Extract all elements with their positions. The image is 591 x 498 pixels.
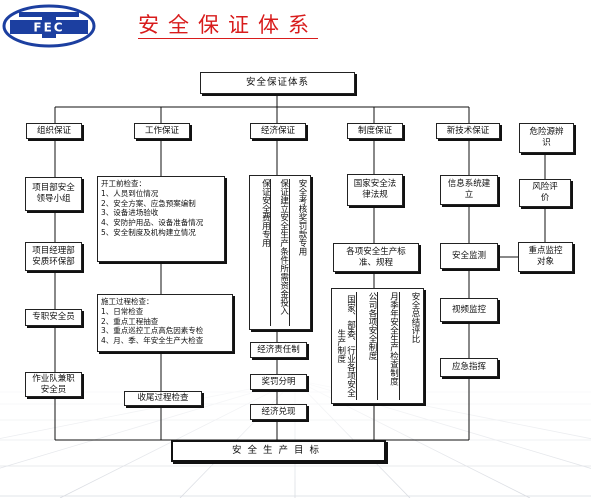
economic-vertical-2: 保证建立安全生产条件所需资金投入 <box>271 179 290 326</box>
header-work: 工作保证 <box>134 123 190 139</box>
key-monitoring-targets: 重点监控对象 <box>518 242 573 272</box>
info-system-setup: 信息系统建立 <box>440 175 498 205</box>
system-vertical-2: 公司各项安全制度 <box>357 292 379 400</box>
system-vertical-4: 安全总结评比 <box>409 292 420 343</box>
header-system: 制度保证 <box>347 123 403 139</box>
hazard-identification: 危险源辨识 <box>519 123 574 153</box>
safety-monitoring: 安全监测 <box>440 243 498 269</box>
top-box-safety-system: 安全保证体系 <box>200 72 355 94</box>
header-new-tech: 新技术保证 <box>436 123 500 139</box>
logo-text: FEC <box>33 21 64 35</box>
header-organization: 组织保证 <box>26 123 82 139</box>
bottom-box-safety-goal: 安全生产目标 <box>171 440 386 462</box>
emergency-command: 应急指挥 <box>440 358 498 377</box>
video-surveillance: 视频监控 <box>440 298 498 322</box>
company-logo: FEC <box>2 4 96 48</box>
economic-vertical-1: 保证安全费用专用 <box>253 179 272 326</box>
project-safety-leader-group: 项目部安全领导小组 <box>25 177 82 211</box>
economic-responsibility: 经济责任制 <box>250 342 307 358</box>
construction-process-check: 施工过程检查： 1、日常检查 2、重点工程抽查 3、重点巡控工点高危因素专检 4… <box>97 294 233 352</box>
closing-process-check: 收尾过程检查 <box>124 391 202 406</box>
system-vertical-1: 国家、部委、行业各项安全生产制度 <box>335 292 357 400</box>
system-vertical-group: 国家、部委、行业各项安全生产制度 公司各项安全制度 月季年安全生产检查制度 安全… <box>331 288 424 404</box>
part-time-safety-officer: 作业队兼职安全员 <box>25 372 82 397</box>
pre-construction-check: 开工前检查： 1、人员到位情况 2、安全方案、应急预案编制 3、设备进场验收 4… <box>97 176 225 262</box>
full-time-safety-officer: 专职安全员 <box>25 309 82 326</box>
header-economic: 经济保证 <box>250 123 306 139</box>
risk-assessment: 风险评价 <box>519 179 571 207</box>
rewards-penalties: 奖罚分明 <box>250 374 307 390</box>
economic-vertical-3: 安全考核奖罚款专用 <box>296 179 307 256</box>
economic-fulfillment: 经济兑现 <box>250 404 307 420</box>
economic-vertical-group: 保证安全费用专用 保证建立安全生产条件所需资金投入 安全考核奖罚款专用 <box>249 175 311 330</box>
safety-standards-regulations: 各项安全生产标准、规程 <box>333 243 419 272</box>
national-safety-laws: 国家安全法律法规 <box>347 174 403 206</box>
system-vertical-3: 月季年安全生产检查制度 <box>378 292 400 400</box>
project-qa-env-dept: 项目经理部安质环保部 <box>25 242 82 271</box>
page-title: 安全保证体系 <box>138 13 318 39</box>
